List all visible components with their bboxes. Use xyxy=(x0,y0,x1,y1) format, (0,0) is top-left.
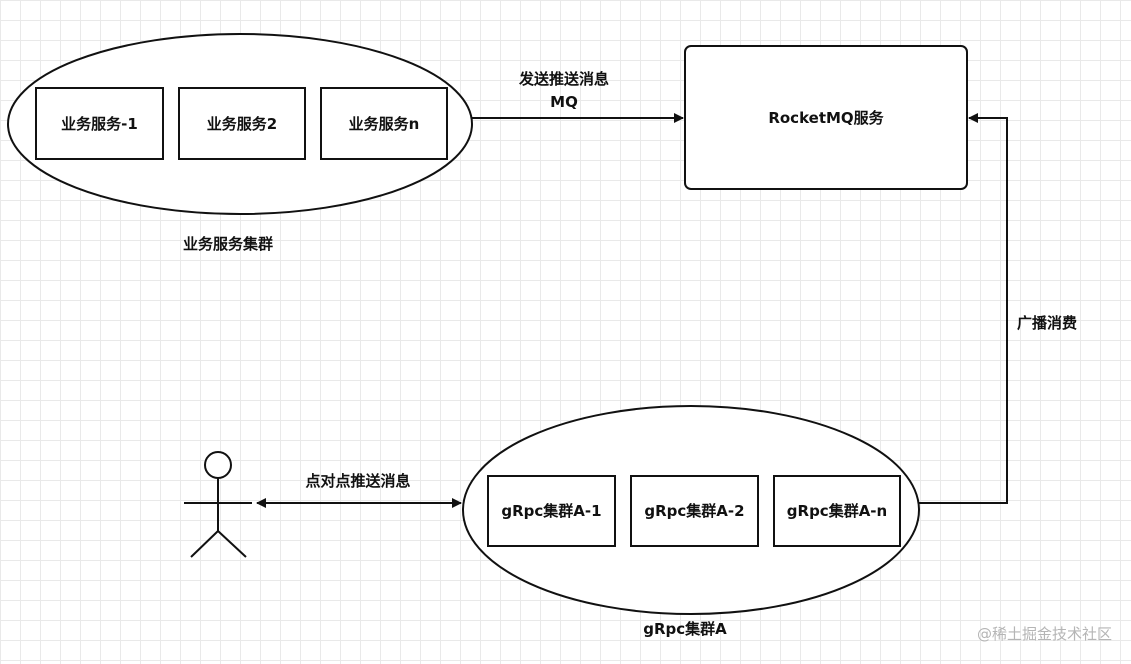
grpc-node-2-label: gRpc集群A-2 xyxy=(644,502,744,520)
broadcast-consume-label: 广播消费 xyxy=(1017,314,1077,332)
broadcast-consume-arrow xyxy=(918,113,1008,504)
watermark-text: @稀土掘金技术社区 xyxy=(977,625,1112,643)
rocketmq-service-label: RocketMQ服务 xyxy=(768,109,884,127)
business-service-n-box xyxy=(320,87,448,160)
user-actor-icon xyxy=(184,451,252,558)
rocketmq-service-box xyxy=(684,45,968,190)
point-to-point-push-label: 点对点推送消息 xyxy=(305,472,410,490)
grpc-cluster-label: gRpc集群A xyxy=(643,620,727,638)
grpc-node-n-label: gRpc集群A-n xyxy=(787,502,887,520)
business-service-2-label: 业务服务2 xyxy=(207,115,277,133)
grpc-node-1-box xyxy=(487,475,616,547)
business-service-1-label: 业务服务-1 xyxy=(61,115,138,133)
business-service-1-box xyxy=(35,87,164,160)
business-cluster-label: 业务服务集群 xyxy=(183,235,273,253)
business-service-n-label: 业务服务n xyxy=(349,115,420,133)
send-push-label-line2: MQ xyxy=(550,93,578,111)
send-push-label-line1: 发送推送消息 xyxy=(518,70,609,88)
grpc-node-n-box xyxy=(773,475,901,547)
grpc-node-2-box xyxy=(630,475,759,547)
grpc-node-1-label: gRpc集群A-1 xyxy=(501,502,601,520)
business-service-2-box xyxy=(178,87,306,160)
